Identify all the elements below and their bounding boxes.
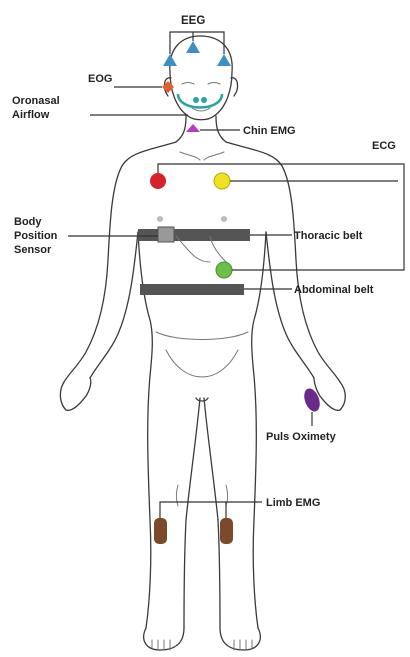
ecg-electrode-yellow [214, 173, 230, 189]
ecg-electrode-red [150, 173, 166, 189]
label-thoracic-belt: Thoracic belt [294, 230, 363, 242]
chin-emg-electrode [186, 124, 200, 132]
limb-emg-left [154, 518, 167, 544]
oronasal-cannula [178, 94, 222, 108]
pulse-oximeter [301, 386, 322, 413]
label-body-position-line2: Position [14, 230, 58, 242]
label-oronasal-line2: Airflow [12, 109, 50, 121]
label-abdominal-belt: Abdominal belt [294, 284, 374, 296]
ecg-electrode-green [216, 262, 232, 278]
eeg-electrode-right [217, 54, 231, 66]
label-body-position-line1: Body [14, 216, 42, 228]
abdominal-belt [140, 284, 244, 295]
body-position-sensor [158, 227, 174, 242]
label-body-position-line3: Sensor [14, 244, 52, 256]
limb-emg-right [220, 518, 233, 544]
label-eeg: EEG [181, 15, 205, 27]
label-chin-emg: Chin EMG [243, 125, 296, 137]
label-puls-oximetry: Puls Oximety [266, 431, 337, 443]
label-ecg: ECG [372, 140, 396, 152]
label-eog: EOG [88, 73, 112, 85]
thoracic-belt [138, 229, 250, 241]
label-limb-emg: Limb EMG [266, 497, 320, 509]
eeg-electrode-left [163, 54, 177, 66]
leader-lines [68, 32, 404, 518]
eeg-electrode-center [186, 41, 200, 53]
human-body-outline [60, 36, 345, 650]
label-oronasal-line1: Oronasal [12, 95, 60, 107]
